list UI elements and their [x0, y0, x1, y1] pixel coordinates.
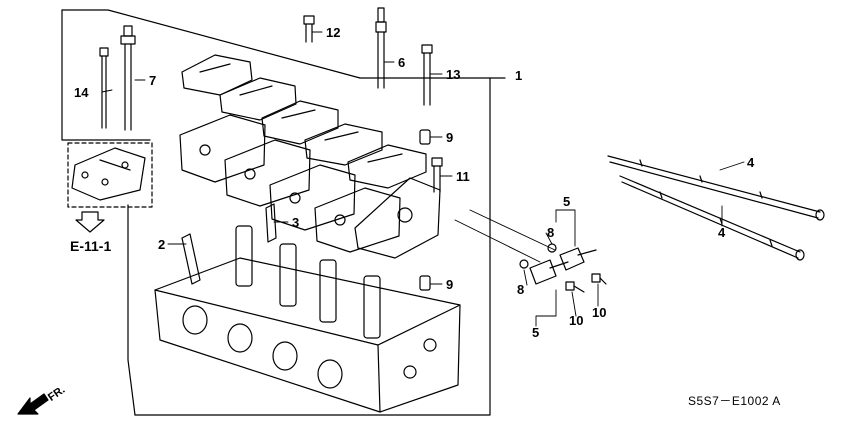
detail-inset [67, 142, 153, 208]
camshaft-holders [179, 114, 441, 259]
diagram-code: S5S7－E1002 A [688, 394, 781, 408]
spool-valve-lower [519, 259, 569, 285]
callout-11: 11 [456, 169, 470, 184]
pin-2 [181, 233, 201, 285]
callout-9-lower: 9 [446, 277, 454, 292]
bolt-10-left [565, 281, 585, 293]
callout-5-lower: 5 [532, 325, 540, 340]
callout-12: 12 [326, 25, 341, 40]
callout-13: 13 [446, 67, 461, 82]
rocker-shafts [607, 155, 825, 261]
front-arrow [17, 393, 49, 415]
callout-10-right: 10 [592, 305, 607, 320]
bolt-13 [421, 44, 433, 106]
dowel-9-upper [419, 129, 431, 145]
callout-4-upper: 4 [747, 155, 755, 170]
callout-2: 2 [158, 237, 166, 252]
callout-10-left: 10 [569, 313, 584, 328]
callout-4-lower: 4 [718, 225, 726, 240]
cylinder-head [154, 225, 461, 413]
callout-8-upper: 8 [547, 225, 555, 240]
camshaft-caps [181, 54, 427, 189]
bolt-11 [431, 157, 443, 193]
section-reference[interactable]: E-11-1 [70, 238, 112, 254]
callout-9-upper: 9 [446, 130, 454, 145]
bolt-10-right [591, 273, 607, 285]
callout-7: 7 [149, 73, 157, 88]
callout-1: 1 [515, 68, 523, 83]
callout-14: 14 [74, 85, 89, 100]
callout-8-lower: 8 [517, 282, 525, 297]
dowel-9-lower [419, 275, 431, 291]
callout-6: 6 [398, 55, 406, 70]
callout-3: 3 [292, 215, 300, 230]
leader-lines [101, 31, 745, 327]
bolt-14 [99, 47, 109, 129]
assembly-outline [61, 9, 506, 416]
callout-5-upper: 5 [563, 194, 571, 209]
stud-6 [375, 7, 387, 89]
bolt-7 [120, 25, 136, 131]
pin-3 [265, 203, 277, 243]
ref-arrow [75, 211, 105, 233]
bolt-12 [303, 15, 315, 43]
